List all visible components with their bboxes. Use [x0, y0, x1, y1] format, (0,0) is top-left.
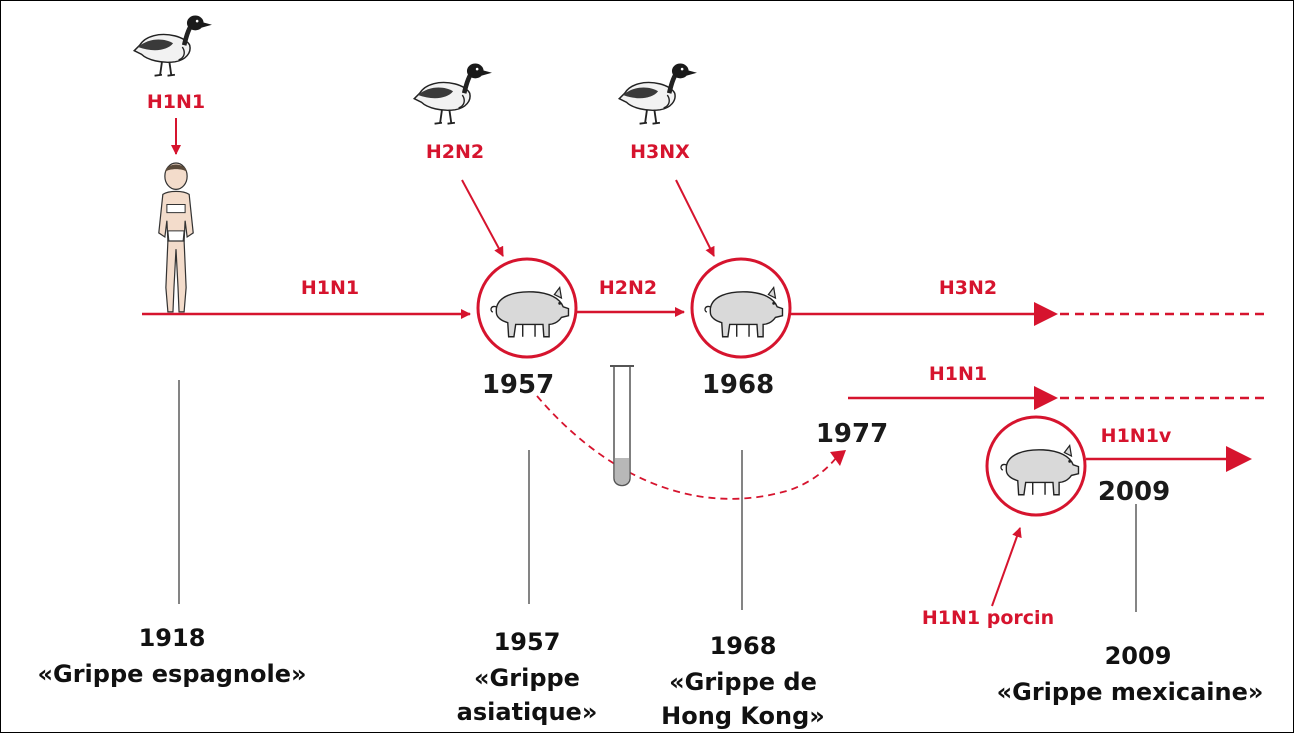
reemergence-dashed-curve — [536, 395, 837, 500]
strain-label-1977: H1N1 — [929, 363, 987, 385]
caption-name-2009: «Grippe mexicaine» — [997, 678, 1264, 706]
strain-label-1968: H3N2 — [939, 277, 997, 299]
caption-2009: 2009 «Grippe mexicaine» — [997, 642, 1264, 706]
year-1968: 1968 — [702, 370, 774, 400]
test-tube-icon — [610, 365, 634, 487]
year-1957: 1957 — [482, 370, 554, 400]
caption-name-1968-line1: «Grippe de — [669, 668, 817, 696]
caption-year-1957: 1957 — [494, 628, 561, 656]
arrowhead-reemergence — [830, 450, 846, 466]
caption-year-2009: 2009 — [1105, 642, 1172, 670]
duck-icon — [619, 64, 697, 124]
arrowhead-h3n2 — [1034, 302, 1058, 326]
duck-strain-1918: H1N1 — [147, 91, 205, 113]
caption-1957: 1957 «Grippe asiatique» — [457, 628, 598, 726]
year-1977: 1977 — [816, 419, 888, 449]
human-icon — [158, 162, 194, 313]
caption-year-1918: 1918 — [139, 624, 206, 652]
caption-name-1957-line1: «Grippe — [474, 664, 580, 692]
caption-1968: 1968 «Grippe de Hong Kong» — [661, 632, 825, 730]
arrow-porcine-to-pig — [991, 527, 1022, 607]
caption-year-1968: 1968 — [710, 632, 777, 660]
caption-name-1968-line2: Hong Kong» — [661, 702, 825, 730]
arrowhead-h1n1-1977 — [1034, 386, 1058, 410]
duck-icon — [414, 64, 492, 124]
strain-label-1918: H1N1 — [301, 277, 359, 299]
arrow-duck-to-pig-1968 — [675, 179, 715, 257]
arrow-duck-to-pig-1957 — [461, 179, 504, 257]
caption-name-1918: «Grippe espagnole» — [38, 660, 307, 688]
caption-name-1957-line2: asiatique» — [457, 698, 598, 726]
strain-label-1957: H2N2 — [599, 277, 657, 299]
duck-icon — [134, 16, 212, 76]
arrowhead-h1n1v — [1226, 446, 1252, 472]
year-2009: 2009 — [1098, 477, 1170, 507]
strain-label-porcine: H1N1 porcin — [922, 607, 1054, 629]
caption-1918: 1918 «Grippe espagnole» — [38, 624, 307, 688]
duck-strain-1957: H2N2 — [426, 141, 484, 163]
duck-strain-1968: H3NX — [630, 141, 690, 163]
strain-label-2009: H1N1v — [1101, 425, 1172, 447]
